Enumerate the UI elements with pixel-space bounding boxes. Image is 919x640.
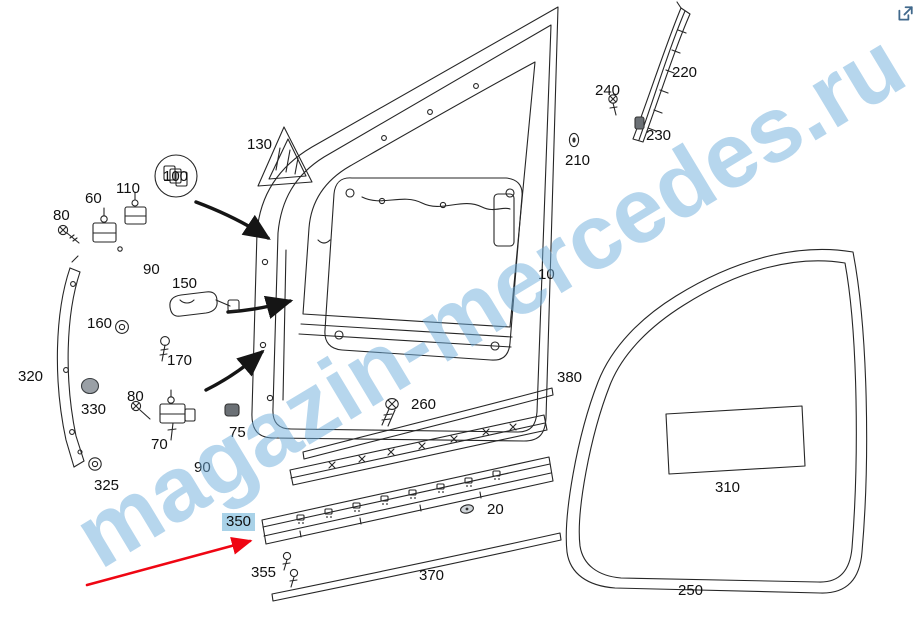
part-label-350-highlighted[interactable]: 350 [222,513,256,531]
screws-355-glyph [282,551,299,588]
cap-330-glyph [80,377,100,395]
belt-strip-380-glyph [302,387,554,460]
part-label-70[interactable]: 70 [151,436,168,453]
clip-230-glyph [634,116,645,130]
part-label-355[interactable]: 355 [251,564,277,581]
door-seal-250-glyph [565,248,868,594]
upper-hinge-inner [124,192,147,225]
part-label-240[interactable]: 240 [595,82,621,99]
red-pointer-arrow [85,536,253,587]
sound-pads-circle [154,154,198,198]
part-label-260[interactable]: 260 [411,396,437,413]
part-label-80-lower[interactable]: 80 [127,388,144,405]
part-label-210[interactable]: 210 [565,152,591,169]
part-label-170[interactable]: 170 [167,352,193,369]
part-label-325[interactable]: 325 [94,477,120,494]
part-label-330[interactable]: 330 [81,401,107,418]
part-label-230[interactable]: 230 [646,127,672,144]
part-label-90-upper[interactable]: 90 [143,261,160,278]
part-label-80-upper[interactable]: 80 [53,207,70,224]
parts-catalog-page: { "watermark": { "text": "magazin-merced… [18,1,919,602]
part-label-90-lower[interactable]: 90 [194,459,211,476]
part-label-130[interactable]: 130 [247,136,273,153]
part-label-160[interactable]: 160 [87,315,113,332]
lower-hinge [159,389,196,441]
part-label-110[interactable]: 110 [116,180,140,197]
screw-240-glyph [608,94,618,116]
side-strip-320-glyph [56,255,85,468]
bolt-170-glyph [159,336,170,362]
screw-80-upper-glyph [57,224,80,244]
bolt-260-glyph [381,398,399,427]
part-label-320[interactable]: 320 [18,368,44,385]
part-label-75[interactable]: 75 [229,424,246,441]
part-label-220[interactable]: 220 [672,64,698,81]
part-label-150[interactable]: 150 [172,275,198,292]
part-label-310[interactable]: 310 [715,479,741,496]
diagram-stage: 80 60 110 100 130 90 150 160 170 320 330… [18,1,919,602]
parts-diagram-canvas [56,1,868,602]
info-rect-310-glyph [665,405,806,475]
part-label-10[interactable]: 10 [538,266,555,283]
part-label-250[interactable]: 250 [678,582,704,599]
mirror-triangle [257,126,313,187]
grommet-75-glyph [224,403,240,417]
bushing-160-glyph [115,320,129,334]
clip-20-glyph [460,504,474,514]
part-label-370[interactable]: 370 [419,567,445,584]
ring-325-glyph [88,457,102,471]
upper-hinge-outer [92,207,123,252]
lower-strip-370-glyph [271,532,562,602]
moulding-carrier-glyph [289,414,548,486]
external-link-icon[interactable] [896,5,914,23]
door-moulding-350-glyph [261,456,554,545]
door-shell [251,6,559,442]
part-label-380[interactable]: 380 [557,369,583,386]
door-check-strap [169,291,240,317]
grommet-210-glyph [568,132,580,148]
part-label-20[interactable]: 20 [487,501,504,518]
screw-80-lower-glyph [130,400,151,420]
part-label-60[interactable]: 60 [85,190,102,207]
part-label-100[interactable]: 100 [163,168,189,185]
